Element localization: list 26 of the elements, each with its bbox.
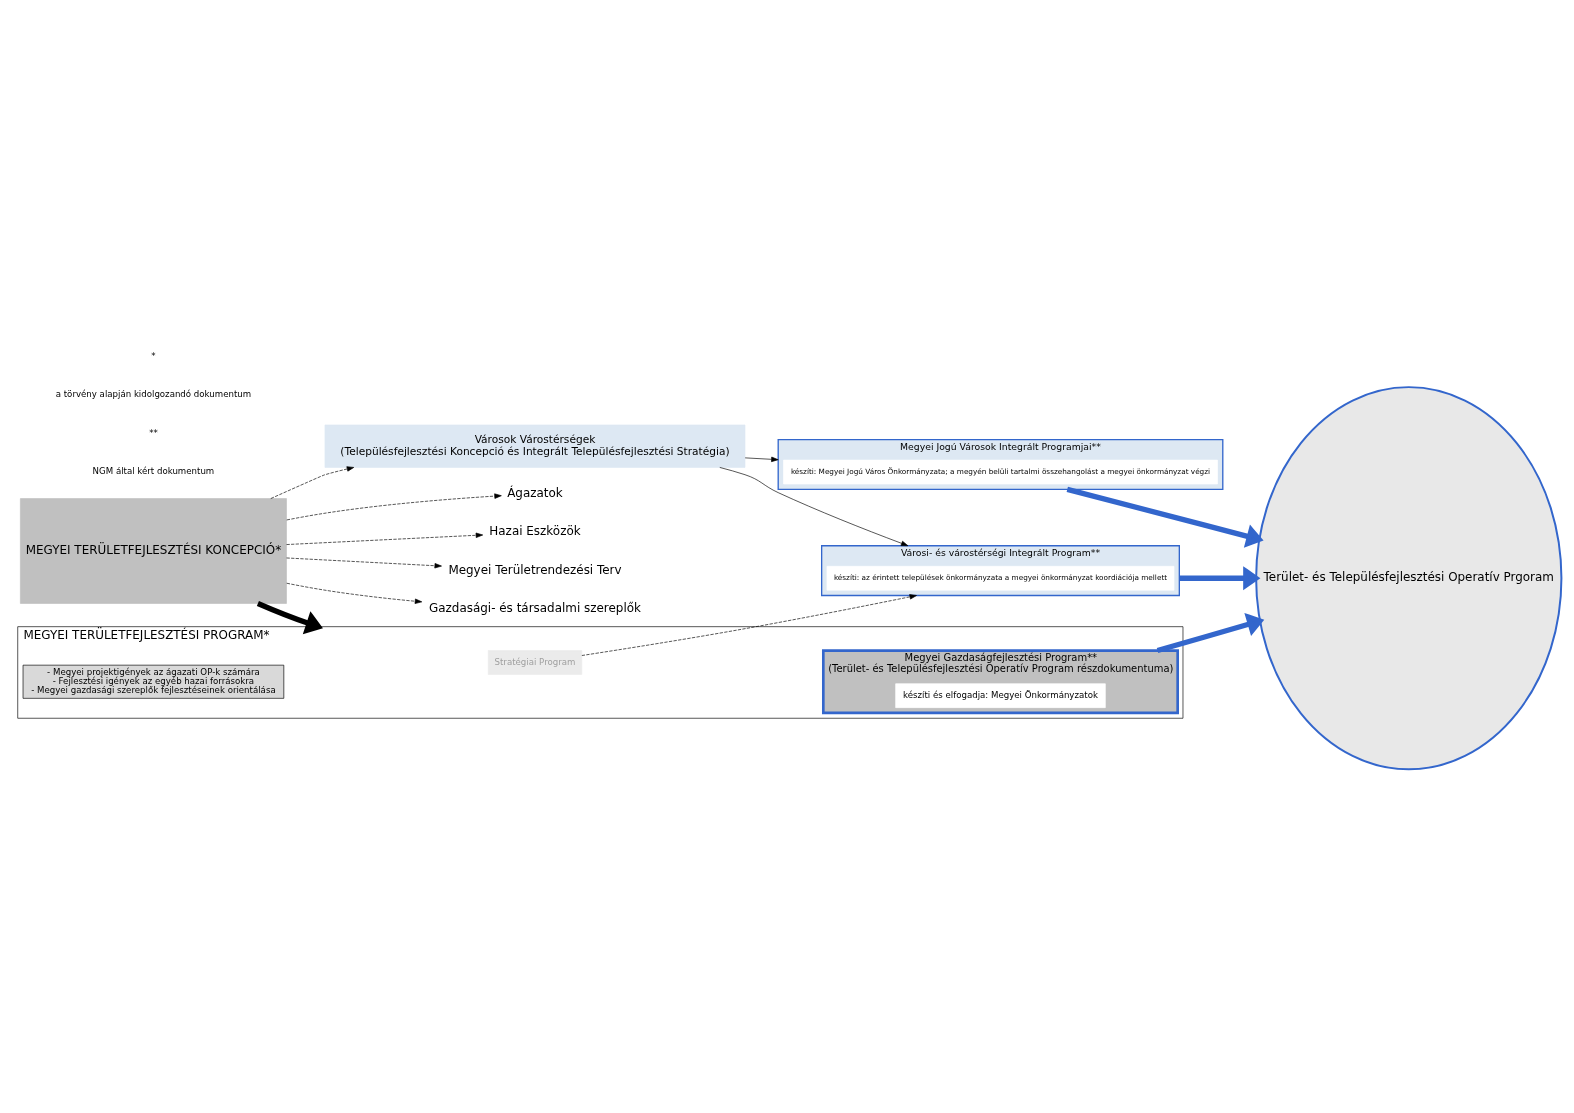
- node-text: Gazdasági- és társadalmi szereplők: [429, 600, 641, 615]
- label: **: [149, 427, 158, 438]
- node-box: - Megyei projektigények az ágazati OP-k számára - Fejlesztési igények az egyéb hazai forrásokra - Megyei gazdasági szereplők fejlesztéseinek orientálása: [22, 664, 285, 699]
- arrow: [286, 492, 502, 520]
- arrow: [1179, 565, 1261, 590]
- node-text: Hazai Eszközök: [489, 523, 581, 538]
- label: NGM által kért dokumentum: [92, 465, 215, 476]
- arrow: [719, 466, 909, 546]
- node-box: Városok Várostérségek (Településfejlesztési Koncepció és Integrált Településfejlesztési Stratégia): [324, 424, 746, 468]
- arrow: [256, 600, 323, 634]
- arrow: [286, 532, 484, 545]
- arrow: [270, 465, 355, 499]
- arrow: [581, 593, 917, 656]
- arrow: [1066, 486, 1264, 548]
- label: *: [151, 350, 156, 361]
- node-box: készíti és elfogadja: Megyei Önkormányzatok: [895, 682, 1106, 708]
- node-box: Stratégiai Program: [487, 649, 583, 675]
- label: a törvény alapján kidolgozandó dokumentum: [55, 388, 252, 399]
- node-text: Ágazatok: [507, 485, 563, 500]
- arrow: [744, 456, 779, 462]
- arrow: [286, 582, 423, 604]
- arrow: [286, 557, 442, 568]
- node-text: Megyei Területrendezési Terv: [448, 562, 622, 577]
- arrow: [1156, 612, 1265, 653]
- node-box: MEGYEI TERÜLETFEJLESZTÉSI KONCEPCIÓ*: [20, 497, 287, 604]
- node-ellipse: Terület- és Településfejlesztési Operatív Prgoram: [1255, 385, 1563, 770]
